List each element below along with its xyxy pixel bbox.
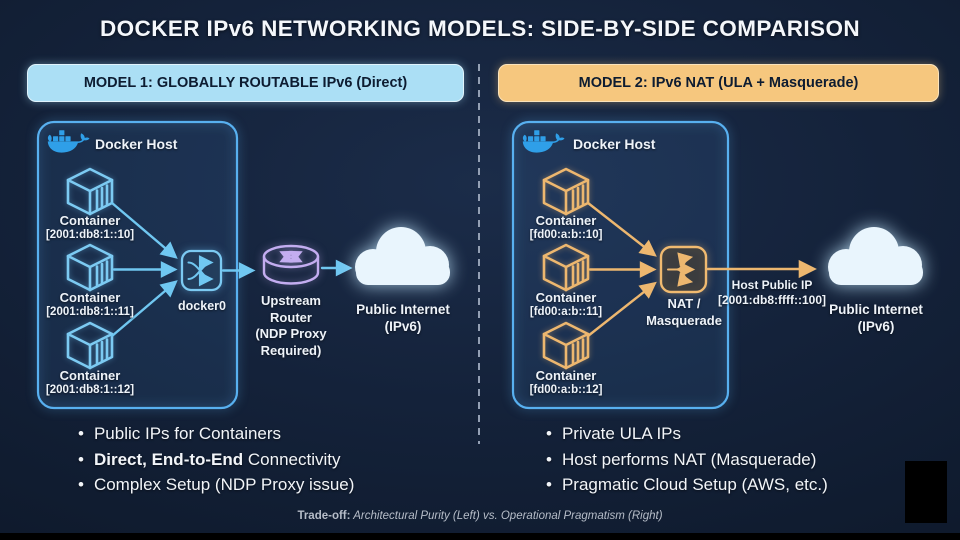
- model2-bullets: Private ULA IPs Host performs NAT (Masqu…: [546, 421, 828, 498]
- model2-header-bold: MODEL 2:: [578, 75, 648, 91]
- bullet-item: Direct, End-to-End Connectivity: [78, 447, 354, 473]
- bullet-item: Public IPs for Containers: [78, 421, 354, 447]
- panel-divider: [478, 64, 480, 444]
- bullet-item: Pragmatic Cloud Setup (AWS, etc.): [546, 472, 828, 498]
- container-label: Container [2001:db8:1::10]: [45, 213, 135, 241]
- bullet-item: Private ULA IPs: [546, 421, 828, 447]
- model1-header-badge: MODEL 1: GLOBALLY ROUTABLE IPv6 (Direct): [27, 64, 464, 102]
- nat-masquerade-label: NAT / Masquerade: [646, 296, 722, 328]
- model1-container-arrows: [110, 201, 178, 338]
- host-public-ip-label: Host Public IP [2001:db8:ffff::100]: [717, 278, 826, 307]
- shuffle-icon: [187, 255, 214, 287]
- docker0-label: docker0: [178, 299, 226, 313]
- container-label: Container [fd00:a:b::10]: [529, 213, 603, 241]
- upstream-router-label: Upstream Router (NDP Proxy Required): [255, 293, 327, 358]
- model2-host-label: Docker Host: [573, 136, 656, 152]
- model2-header-rest: IPv6 NAT (ULA + Masquerade): [647, 75, 859, 91]
- container-label: Container [fd00:a:b::12]: [529, 368, 603, 396]
- upstream-router-icon: [262, 244, 320, 285]
- bullet-item: Host performs NAT (Masquerade): [546, 447, 828, 473]
- container-label: Container [2001:db8:1::12]: [45, 368, 135, 396]
- model2-header-badge: MODEL 2: IPv6 NAT (ULA + Masquerade): [498, 64, 939, 102]
- container-label: Container [2001:db8:1::11]: [46, 290, 134, 318]
- model1-host-label: Docker Host: [95, 136, 178, 152]
- model1-bullets: Public IPs for Containers Direct, End-to…: [78, 421, 354, 498]
- model1-header-rest: GLOBALLY ROUTABLE IPv6 (Direct): [152, 75, 408, 91]
- container-label: Container [fd00:a:b::11]: [529, 290, 603, 318]
- model1-docker-host-box: [36, 120, 239, 410]
- model2-internet-label: Public Internet (IPv6): [829, 302, 923, 334]
- page-title: DOCKER IPv6 NETWORKING MODELS: SIDE-BY-S…: [100, 16, 860, 41]
- cloud-icon: [355, 227, 450, 285]
- redacted-watermark-box: [905, 461, 947, 523]
- letterbox-bar: [0, 533, 960, 540]
- model1-header-bold: MODEL 1:: [83, 75, 153, 91]
- bullet-item: Complex Setup (NDP Proxy issue): [78, 472, 354, 498]
- model1-internet-label: Public Internet (IPv6): [356, 302, 450, 334]
- nat-split-icon: [666, 252, 696, 287]
- model2-container-arrows: [586, 201, 657, 338]
- cloud-icon: [828, 227, 923, 285]
- tradeoff-note: Trade-off: Architectural Purity (Left) v…: [297, 510, 663, 522]
